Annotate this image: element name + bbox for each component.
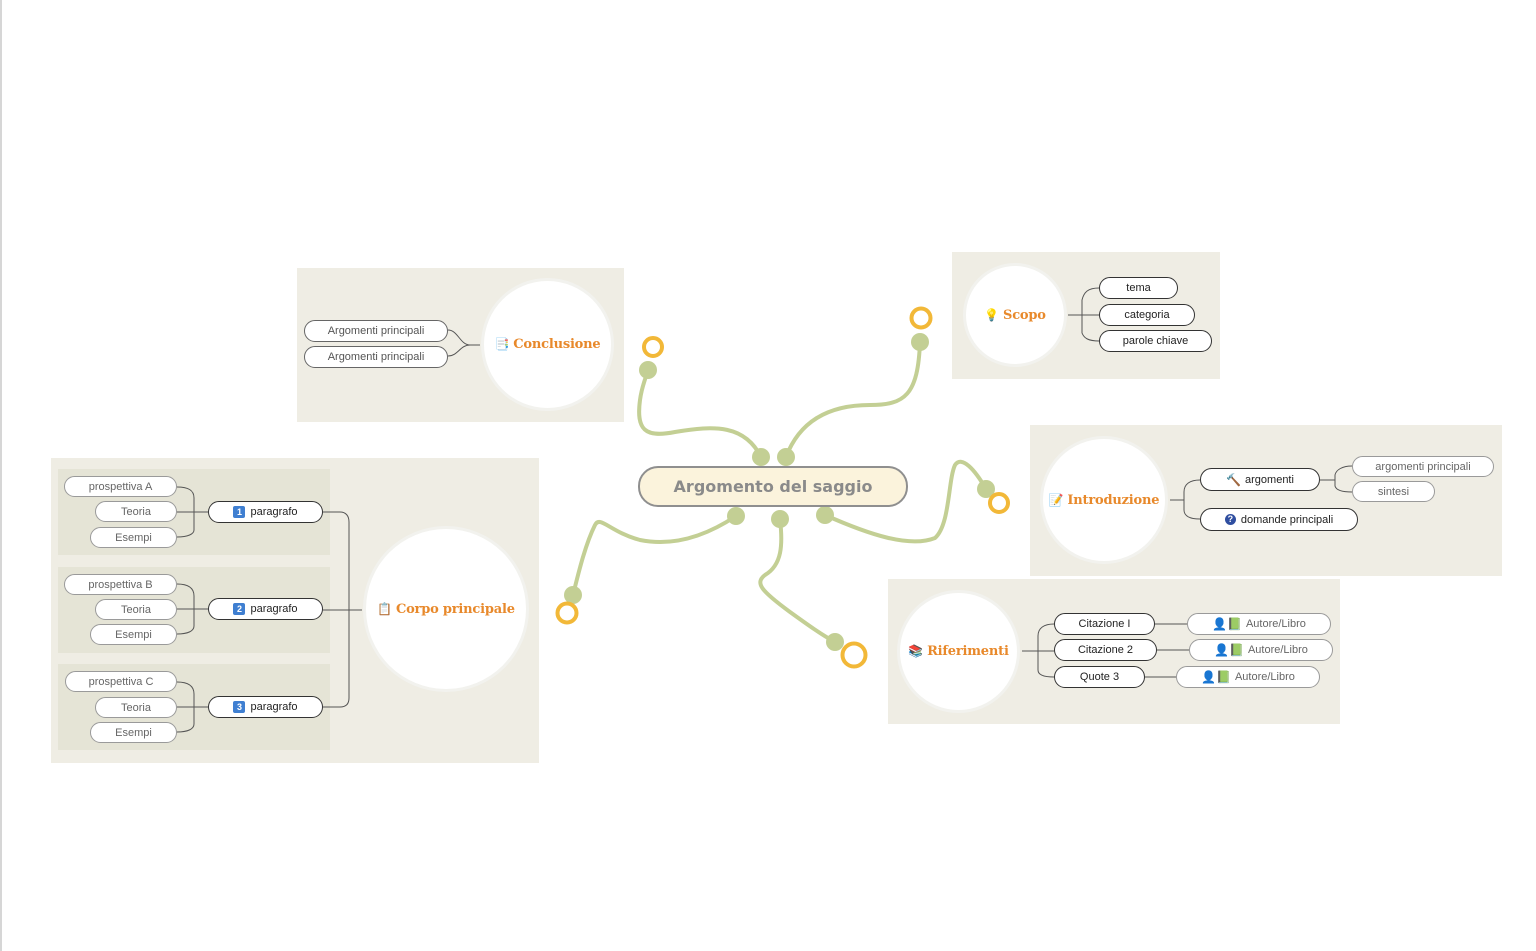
esempi-3[interactable]: Esempi bbox=[90, 722, 177, 743]
introduzione-label: Introduzione bbox=[1067, 492, 1160, 508]
branch-conclusione bbox=[637, 368, 763, 459]
books-icon: 📚 bbox=[908, 644, 924, 658]
teoria-1[interactable]: Teoria bbox=[95, 501, 177, 522]
paragrafo-2-label: paragrafo bbox=[250, 603, 298, 615]
number-1-icon: 1 bbox=[233, 506, 246, 518]
conclusione-item-2[interactable]: Argomenti principali bbox=[304, 346, 448, 368]
memo-icon: 📝 bbox=[1048, 492, 1064, 507]
source-2[interactable]: 👤📗Autore/Libro bbox=[1189, 639, 1333, 661]
corpo-node[interactable]: 📋Corpo principale bbox=[366, 529, 526, 689]
person-book-icon: 👤📗 bbox=[1214, 643, 1244, 657]
esempi-2[interactable]: Esempi bbox=[90, 624, 177, 645]
domande-label: domande principali bbox=[1240, 513, 1334, 526]
paragrafo-1[interactable]: 1 paragrafo bbox=[208, 501, 323, 523]
number-3-icon: 3 bbox=[233, 701, 246, 713]
esempi-1[interactable]: Esempi bbox=[90, 527, 177, 548]
paragrafo-2[interactable]: 2 paragrafo bbox=[208, 598, 323, 620]
clipboard-icon: 📋 bbox=[377, 601, 392, 616]
question-icon: ? bbox=[1224, 514, 1236, 525]
hammer-icon: 🔨 bbox=[1226, 472, 1242, 487]
citazione-2[interactable]: Citazione 2 bbox=[1054, 639, 1157, 661]
source-1[interactable]: 👤📗Autore/Libro bbox=[1187, 613, 1331, 635]
branch-riferimenti bbox=[758, 517, 837, 644]
central-topic-label: Argomento del saggio bbox=[673, 477, 873, 496]
prospettiva-b[interactable]: prospettiva B bbox=[64, 574, 177, 595]
conclusione-label: Conclusione bbox=[513, 337, 601, 352]
introduzione-node[interactable]: 📝Introduzione bbox=[1043, 439, 1165, 561]
sintesi-item[interactable]: sintesi bbox=[1352, 481, 1435, 502]
left-edge-divider bbox=[0, 0, 2, 951]
paragrafo-3[interactable]: 3 paragrafo bbox=[208, 696, 323, 718]
conclusione-node[interactable]: 📑Conclusione bbox=[484, 281, 611, 408]
scopo-item-tema[interactable]: tema bbox=[1099, 277, 1178, 299]
document-icon: 📑 bbox=[494, 337, 510, 351]
scopo-item-categoria[interactable]: categoria bbox=[1099, 304, 1195, 326]
scopo-item-parole-chiave[interactable]: parole chiave bbox=[1099, 330, 1212, 352]
source-3[interactable]: 👤📗Autore/Libro bbox=[1176, 666, 1320, 688]
source-3-label: Autore/Libro bbox=[1234, 671, 1295, 683]
source-1-label: Autore/Libro bbox=[1245, 618, 1306, 630]
source-2-label: Autore/Libro bbox=[1247, 644, 1308, 656]
lightbulb-icon: 💡 bbox=[984, 307, 999, 322]
riferimenti-node[interactable]: 📚Riferimenti bbox=[900, 593, 1017, 710]
number-2-icon: 2 bbox=[233, 603, 246, 615]
prospettiva-a[interactable]: prospettiva A bbox=[64, 476, 177, 497]
introduzione-domande[interactable]: ? domande principali bbox=[1200, 508, 1358, 531]
conclusione-item-1[interactable]: Argomenti principali bbox=[304, 320, 448, 342]
argomenti-principali-item[interactable]: argomenti principali bbox=[1352, 456, 1494, 477]
riferimenti-label: Riferimenti bbox=[927, 644, 1009, 659]
paragrafo-3-label: paragrafo bbox=[250, 701, 298, 713]
argomenti-label: argomenti bbox=[1245, 473, 1294, 486]
quote-3[interactable]: Quote 3 bbox=[1054, 666, 1145, 688]
prospettiva-c[interactable]: prospettiva C bbox=[65, 671, 177, 692]
scopo-label: Scopo bbox=[1003, 307, 1046, 323]
introduzione-argomenti[interactable]: 🔨argomenti bbox=[1200, 468, 1320, 491]
citazione-1[interactable]: Citazione I bbox=[1054, 613, 1155, 635]
paragrafo-1-label: paragrafo bbox=[250, 506, 298, 518]
teoria-2[interactable]: Teoria bbox=[95, 599, 177, 620]
person-book-icon: 👤📗 bbox=[1201, 670, 1231, 684]
teoria-3[interactable]: Teoria bbox=[95, 697, 177, 718]
branch-scopo bbox=[784, 340, 922, 459]
branch-corpo bbox=[571, 514, 738, 597]
person-book-icon: 👤📗 bbox=[1212, 617, 1242, 631]
scopo-node[interactable]: 💡 Scopo bbox=[966, 266, 1064, 364]
corpo-label: Corpo principale bbox=[395, 601, 515, 617]
central-topic[interactable]: Argomento del saggio bbox=[638, 466, 908, 507]
